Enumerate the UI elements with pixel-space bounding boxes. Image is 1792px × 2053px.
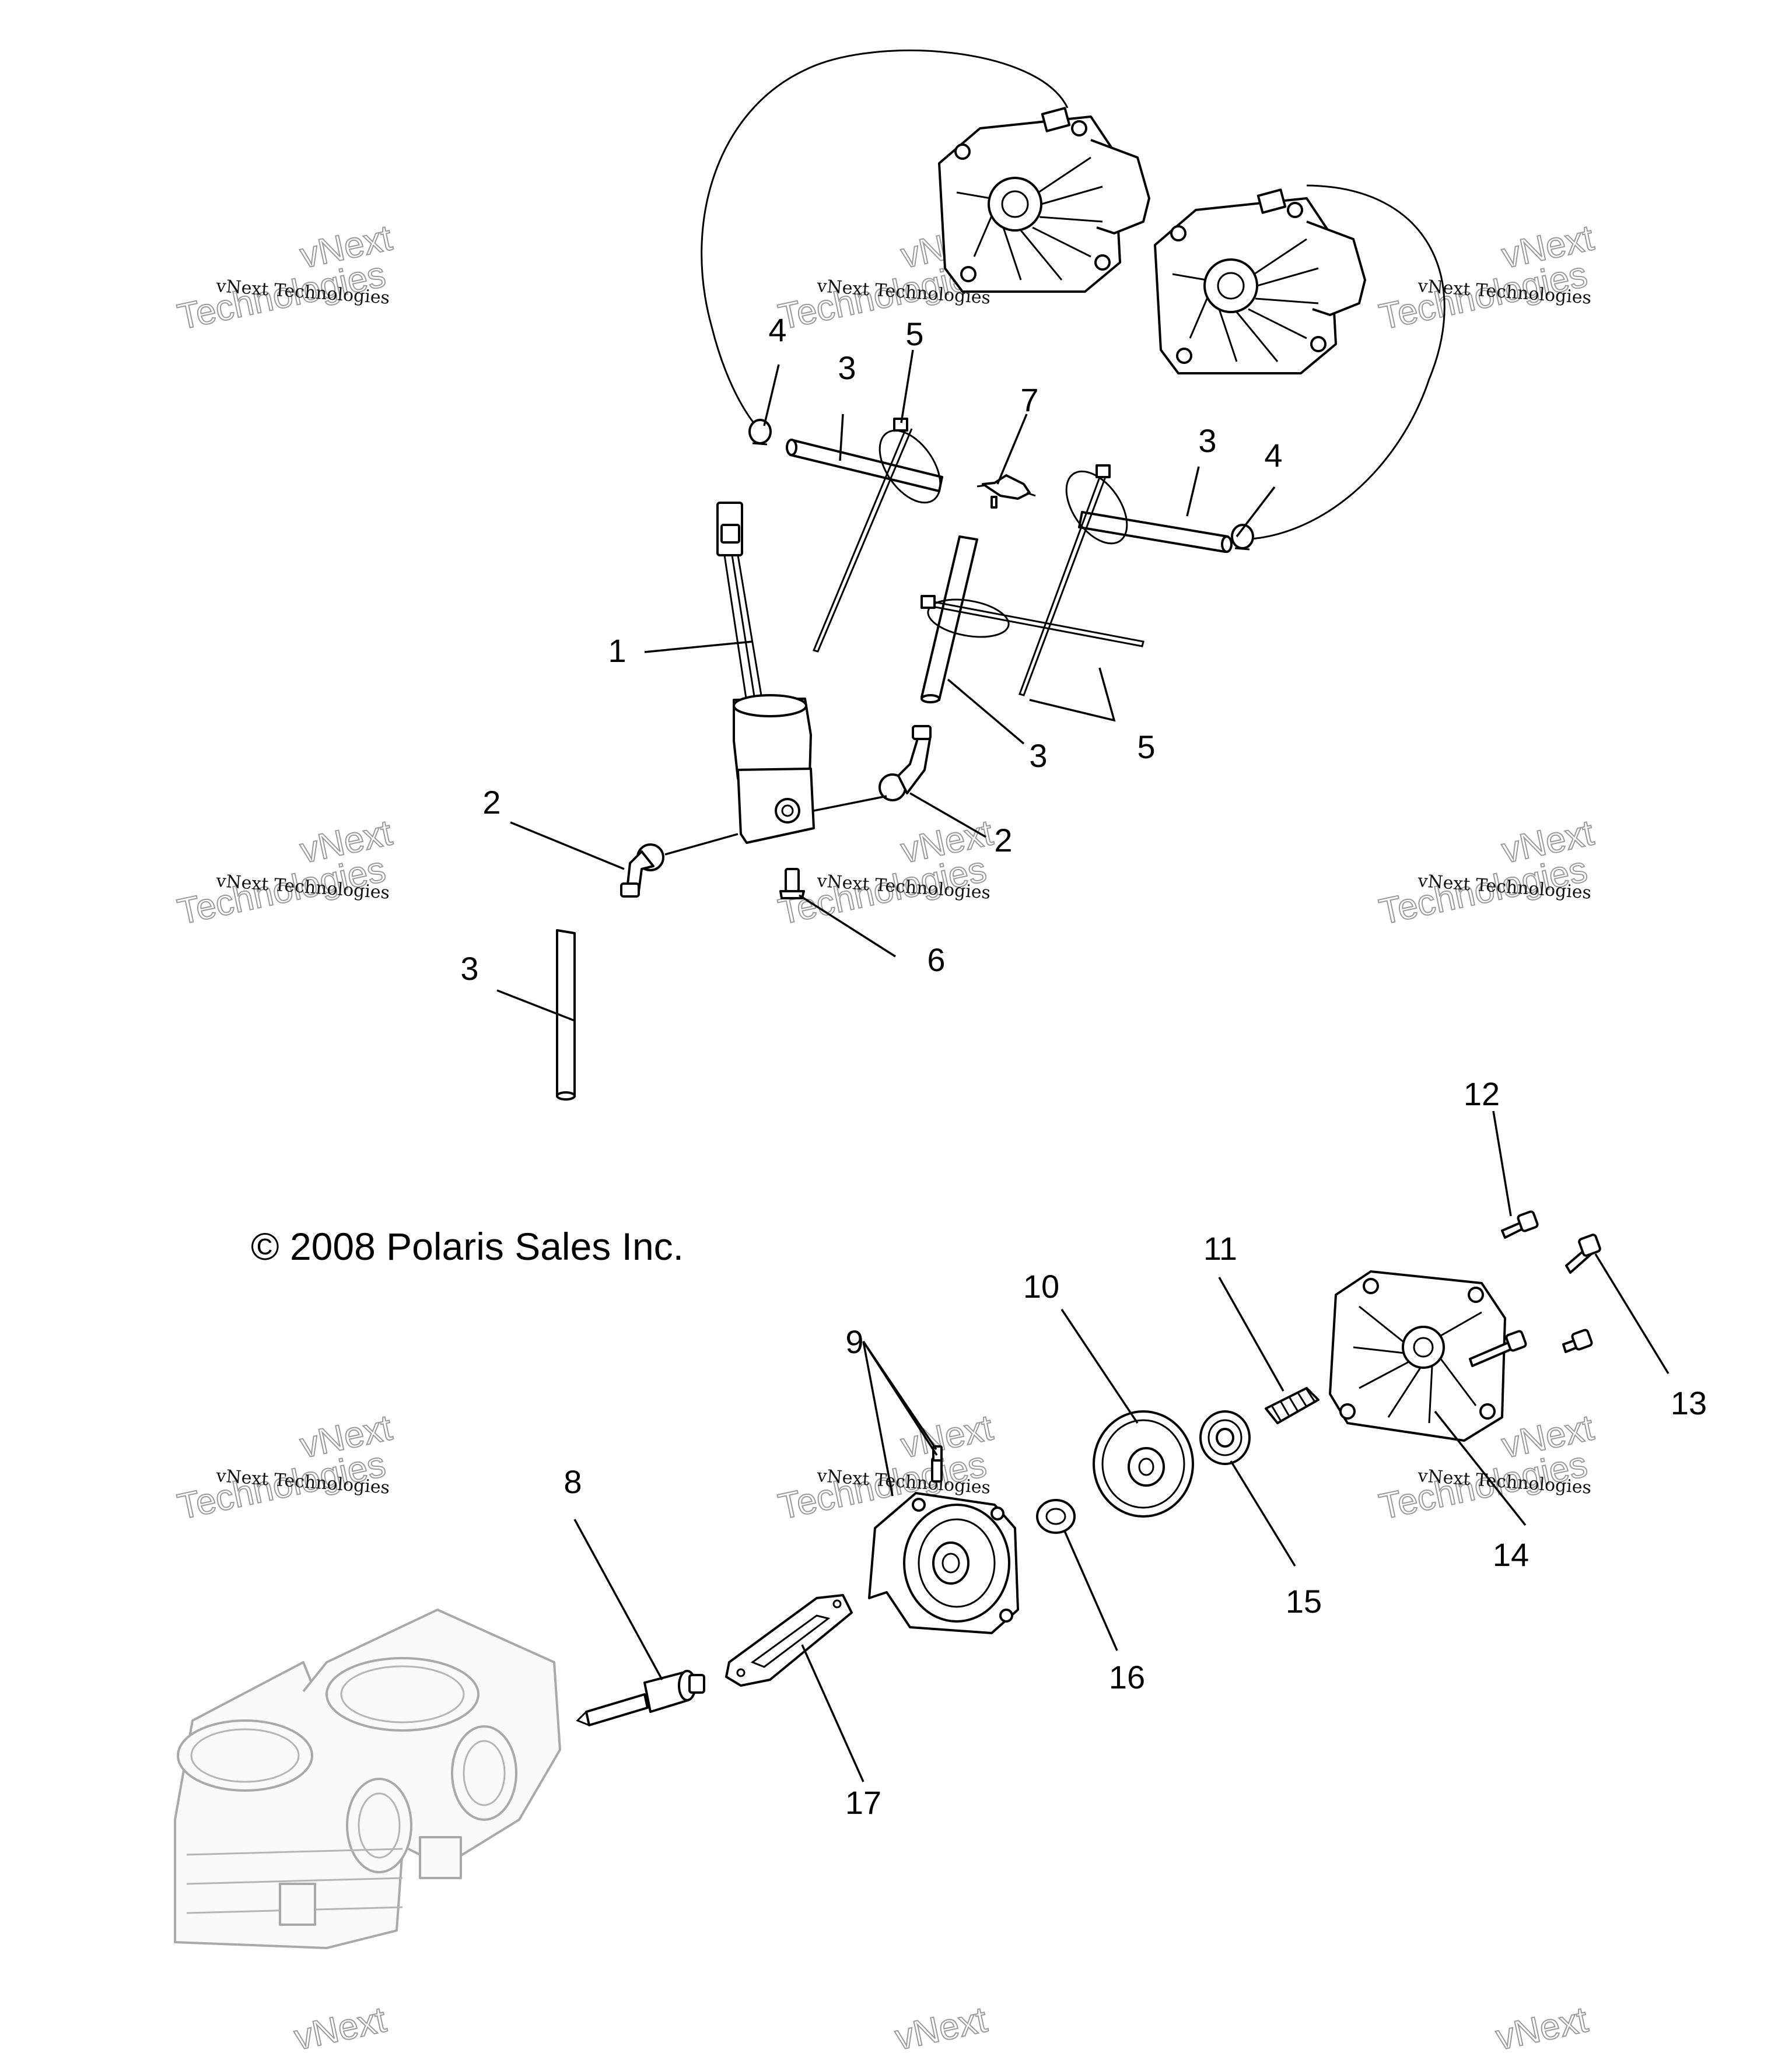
hose-lower	[556, 929, 576, 1101]
callout-3: 3	[1029, 737, 1047, 774]
watermark-bottom: vNext vNext vNext	[290, 1999, 1592, 2053]
pump-cover	[1329, 1270, 1506, 1442]
screw-12	[1501, 1210, 1539, 1239]
pump-base-housing	[868, 1445, 1019, 1634]
callout-4: 4	[1264, 437, 1282, 474]
callout-7: 7	[1020, 381, 1038, 418]
callouts: 1 2 2 3 3 3 3 4 4 5 5 6 7 8 9 10 11 12 1…	[460, 311, 1707, 1821]
hose-upper-right	[1078, 511, 1233, 553]
cable-tie-2	[1019, 464, 1128, 696]
pump-drive-shaft	[576, 1670, 705, 1726]
plug-fitting	[779, 868, 805, 899]
watermark-vnext: vNext	[291, 1999, 390, 2050]
watermark: vNext Technologies vNext Technologies	[174, 217, 396, 338]
callout-16: 16	[1109, 1659, 1145, 1695]
watermark-vnext: vNext	[892, 1999, 991, 2050]
watermark: vNext Technologies vNext Technologies	[174, 812, 396, 933]
spring-retainer	[1199, 1410, 1251, 1465]
callout-3: 3	[838, 349, 856, 386]
pump-assembly-upper-left	[938, 107, 1150, 293]
reference-arc-right	[1242, 184, 1446, 541]
watermark-vnext: vNext	[1493, 1999, 1591, 2050]
callout-15: 15	[1286, 1583, 1322, 1620]
oil-solenoid	[716, 502, 815, 844]
watermark: vNext Technologies vNext Technologies	[174, 1407, 396, 1528]
callout-2: 2	[994, 822, 1012, 859]
pump-assembly-upper-right	[1154, 188, 1366, 374]
watermark: vNext Technologies vNext Technologies	[1376, 217, 1598, 338]
return-spring	[1265, 1387, 1320, 1424]
hose-center	[921, 535, 978, 703]
watermark: vNext Technologies vNext Technologies	[1376, 812, 1598, 933]
engine-block	[174, 1609, 561, 1949]
reference-arc-left	[701, 50, 1069, 429]
callout-8: 8	[564, 1463, 582, 1500]
callout-12: 12	[1464, 1075, 1500, 1112]
elbow-fitting-left	[620, 843, 664, 898]
leader-lines	[496, 349, 1670, 1782]
callout-5: 5	[1137, 728, 1155, 765]
hose-clamp-right	[1231, 524, 1254, 551]
callout-3: 3	[1198, 422, 1216, 459]
hose-upper-left	[786, 439, 943, 492]
cable-tie-1	[812, 418, 942, 653]
callout-9: 9	[845, 1323, 863, 1360]
cable-tie-3	[921, 595, 1144, 647]
callout-4: 4	[768, 311, 786, 348]
screw-13b	[1469, 1330, 1527, 1367]
callout-5: 5	[905, 316, 923, 352]
screw-13a	[1565, 1234, 1601, 1274]
callout-6: 6	[927, 941, 945, 978]
copyright-text: © 2008 Polaris Sales Inc.	[251, 1225, 684, 1268]
oil-seal	[1036, 1499, 1076, 1534]
callout-11: 11	[1203, 1230, 1237, 1267]
callout-2: 2	[482, 784, 501, 821]
pump-diaphragm	[1093, 1410, 1194, 1518]
callout-14: 14	[1493, 1536, 1529, 1573]
pump-gasket	[725, 1594, 853, 1687]
callout-17: 17	[845, 1784, 881, 1821]
callout-10: 10	[1023, 1268, 1059, 1305]
check-valve-fitting	[977, 474, 1036, 509]
screw-13c	[1562, 1329, 1593, 1353]
hose-clamp-left	[748, 419, 772, 446]
callout-13: 13	[1671, 1385, 1707, 1421]
callout-3: 3	[460, 950, 478, 987]
elbow-fitting-right	[878, 725, 932, 801]
callout-1: 1	[608, 632, 626, 669]
